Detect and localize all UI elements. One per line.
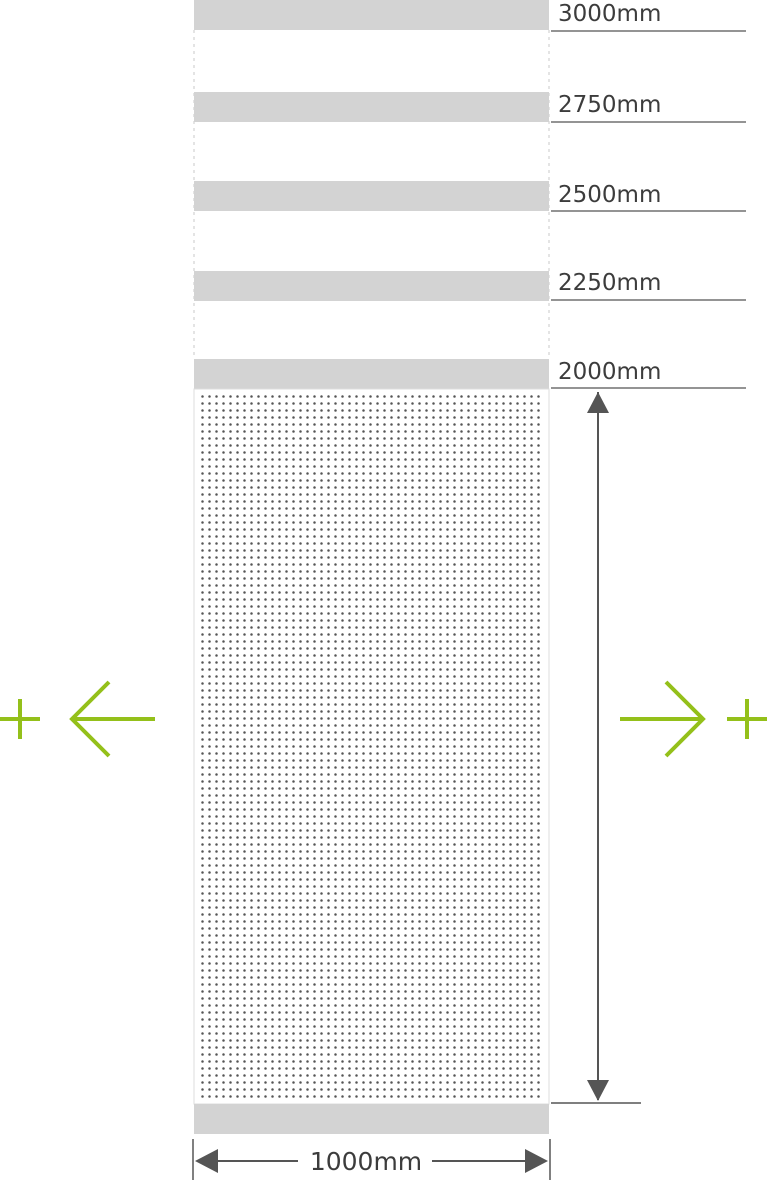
height-label-2500: 2500mm	[558, 182, 661, 208]
height-label-2000: 2000mm	[558, 359, 661, 385]
pegboard-perforation	[199, 393, 544, 1100]
width-arrow-right-icon	[525, 1149, 548, 1173]
dimension-arrow-up-icon	[587, 392, 609, 413]
width-label: 1000mm	[310, 1147, 422, 1176]
rail-3000	[194, 0, 549, 30]
height-label-2750: 2750mm	[558, 92, 661, 118]
height-label-2250: 2250mm	[558, 270, 661, 296]
rail-2250	[194, 271, 549, 301]
arrow-left-icon	[69, 680, 155, 758]
plus-icon	[727, 699, 767, 739]
arrow-right-icon	[620, 680, 706, 758]
extend-right-indicator	[620, 680, 767, 758]
rail-2750	[194, 92, 549, 122]
dimension-arrow-down-icon	[587, 1080, 609, 1101]
rail-bottom	[194, 1104, 549, 1134]
height-label-3000: 3000mm	[558, 1, 661, 27]
width-arrow-left-icon	[195, 1149, 218, 1173]
plus-icon	[0, 699, 40, 739]
rail-2500	[194, 181, 549, 211]
rail-2000	[194, 359, 549, 389]
extend-left-indicator	[0, 680, 155, 758]
